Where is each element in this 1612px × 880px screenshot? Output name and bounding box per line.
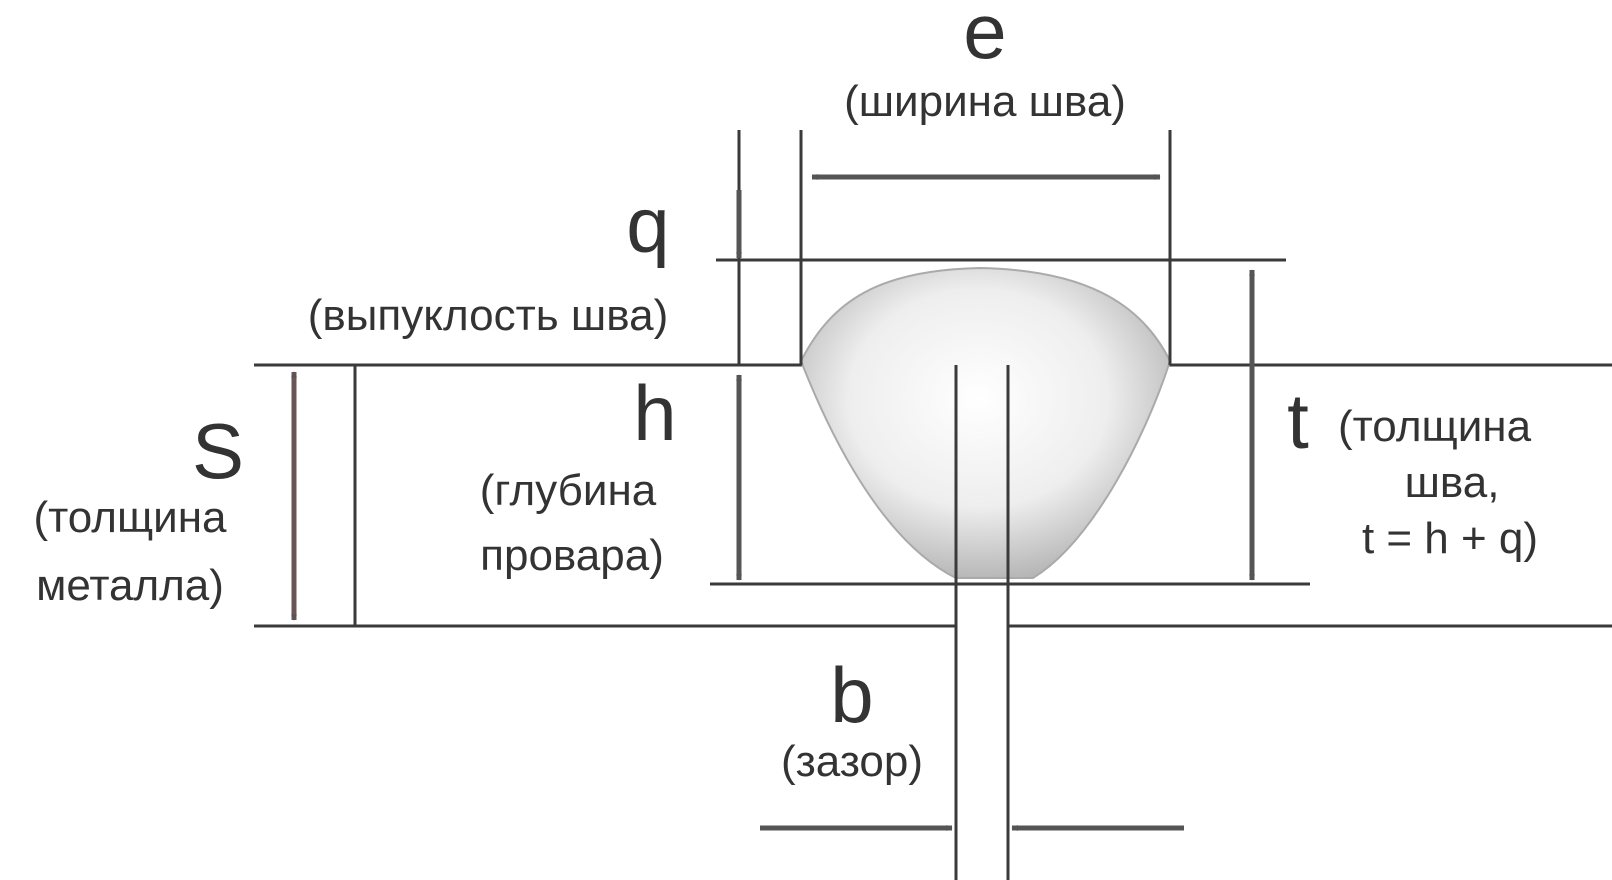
penetration-caption-line1: (глубина [480,466,657,515]
weld-thickness-symbol: t [1287,377,1309,465]
penetration-caption-line2: провара) [480,531,664,580]
weld-thickness-caption-line2: шва, [1405,458,1500,507]
weld-thickness-caption-line1: (толщина [1338,402,1532,451]
convexity-caption: (выпуклость шва) [308,291,668,340]
convexity-symbol: q [626,181,669,269]
metal-thickness-caption-line2: металла) [36,561,224,610]
weld-width-caption: (ширина шва) [844,77,1126,126]
weld-width-symbol: e [963,0,1006,75]
penetration-symbol: h [633,369,676,457]
gap-symbol: b [830,651,873,739]
metal-thickness-symbol: S [192,407,244,495]
gap-caption: (зазор) [781,737,923,786]
weld-bead [799,266,1172,579]
weld-thickness-caption-line3: t = h + q) [1362,514,1538,563]
metal-thickness-caption-line1: (толщина [33,493,227,542]
